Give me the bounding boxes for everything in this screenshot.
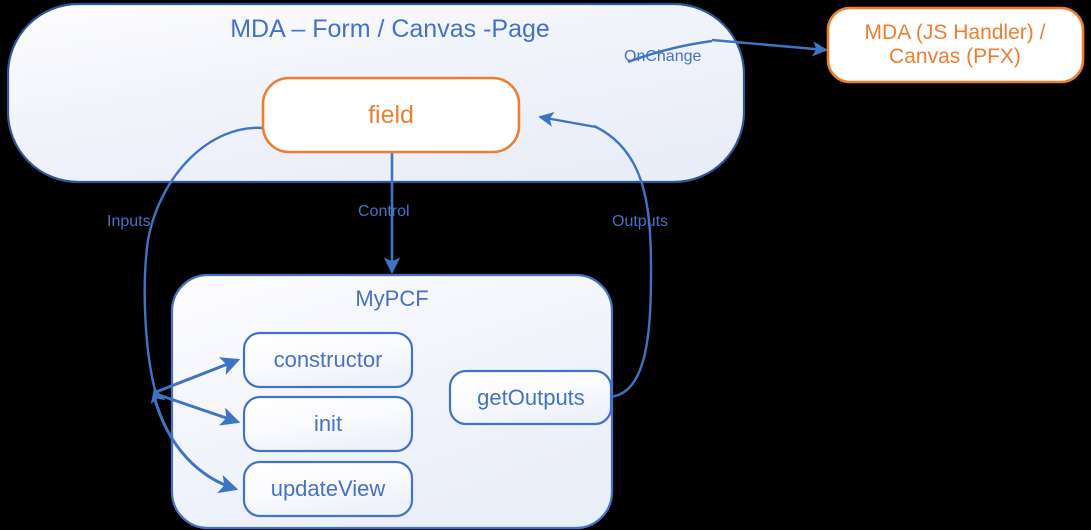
node-updateview[interactable] <box>242 460 414 518</box>
node-getoutputs[interactable] <box>448 369 613 426</box>
node-init[interactable] <box>242 395 414 453</box>
edge-onchange <box>627 38 828 64</box>
edge-inputs <box>143 126 265 494</box>
edge-outputs <box>538 111 653 399</box>
node-mda-js-handler[interactable] <box>826 6 1085 84</box>
node-constructor[interactable] <box>242 331 414 389</box>
node-field[interactable] <box>261 76 521 154</box>
